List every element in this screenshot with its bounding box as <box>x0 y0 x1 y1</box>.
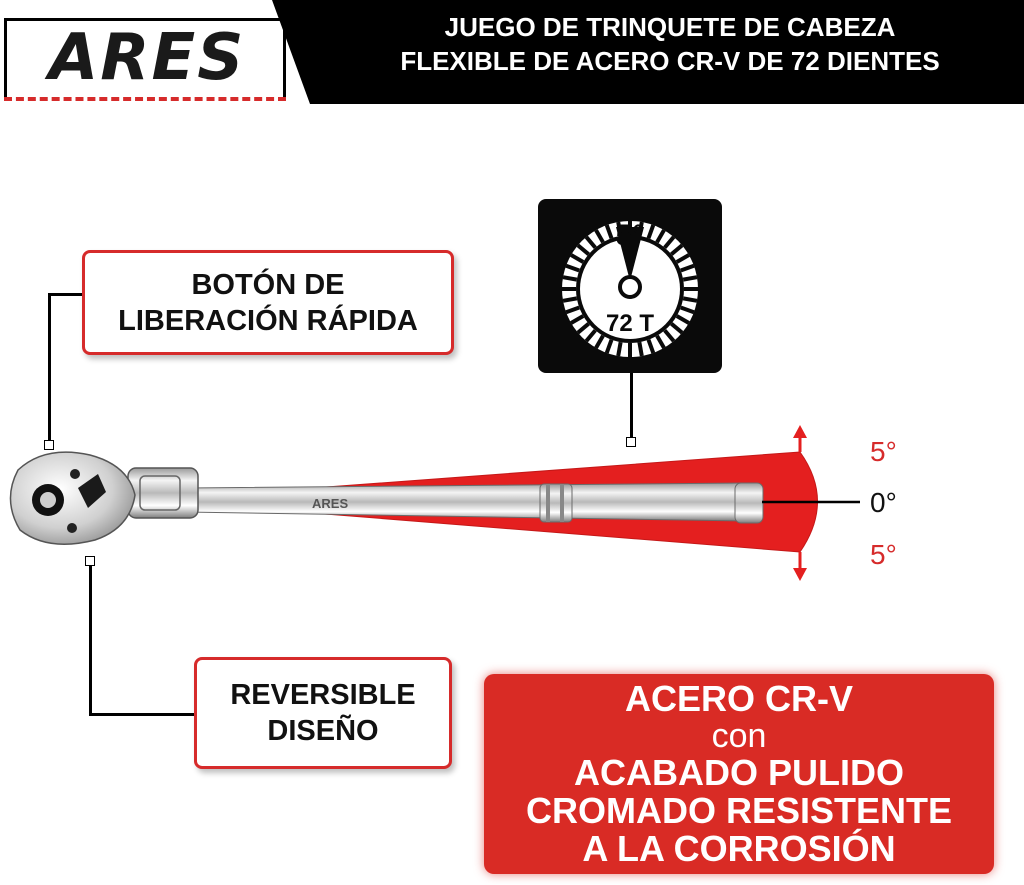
dial-tick <box>562 275 578 282</box>
dial-tick <box>682 296 698 303</box>
dial-tick <box>604 224 614 239</box>
quick-release-line2: LIBERACIÓN RÁPIDA <box>118 304 418 337</box>
dial-tick <box>594 229 605 244</box>
handle-grip-ring <box>539 483 573 523</box>
dial-tick <box>680 305 695 315</box>
dial-tick <box>646 224 656 239</box>
connector-dial-node <box>626 437 636 447</box>
logo-frame-dashed-underline <box>4 97 286 101</box>
reversible-line1: REVERSIBLE <box>230 679 416 711</box>
angle-bottom-label: 5° <box>870 539 897 570</box>
logo-frame <box>4 18 286 100</box>
dial-tick <box>570 314 585 325</box>
dial-tick <box>682 275 698 282</box>
dial-tick <box>576 243 590 256</box>
page-title-line1: JUEGO DE TRINQUETE DE CABEZA <box>444 12 896 42</box>
connector-dial-vertical <box>630 373 633 441</box>
dial-angle-text: 5° <box>616 219 645 252</box>
material-line5: A LA CORROSIÓN <box>582 828 896 869</box>
page-title: JUEGO DE TRINQUETE DE CABEZA FLEXIBLE DE… <box>330 10 1010 78</box>
dial-tick <box>663 329 676 343</box>
wrench-engraving: ARES <box>312 496 348 511</box>
material-line3: ACABADO PULIDO <box>574 752 904 793</box>
dial-tick <box>670 243 684 256</box>
dial-tick <box>594 334 605 349</box>
reverse-lever <box>78 474 106 508</box>
material-line1: ACERO CR-V <box>624 678 853 719</box>
dial-icon: 5° 72 T <box>562 219 698 357</box>
wrench-handle <box>184 482 763 522</box>
dial-tick <box>565 305 580 315</box>
handle-end-cap <box>734 482 764 524</box>
quick-release-callout: BOTÓN DE LIBERACIÓN RÁPIDA <box>82 250 454 355</box>
dial-tick <box>570 253 585 264</box>
angle-top-label: 5° <box>870 436 897 467</box>
connector-release-vertical <box>48 293 51 443</box>
dial-tick <box>637 341 644 357</box>
wrench-illustration: ARES <box>9 425 860 581</box>
dial-tick <box>670 322 684 335</box>
dial-tick <box>562 296 578 303</box>
logo-block <box>0 0 310 104</box>
dial-tick <box>675 314 690 325</box>
brand-logo: ARES <box>48 21 246 95</box>
dial-tick <box>584 235 597 249</box>
dial-tick <box>675 253 690 264</box>
dial-tick <box>565 263 580 273</box>
dial-tick <box>680 263 695 273</box>
connector-release-node <box>44 440 54 450</box>
ratchet-head <box>9 451 136 545</box>
quick-release-line1: BOTÓN DE <box>191 268 345 301</box>
ratchet-teeth-badge: 5° 72 T <box>538 199 722 373</box>
connector-reverse-horizontal <box>89 713 195 716</box>
connector-reverse-node <box>85 556 95 566</box>
connector-release-horizontal <box>48 293 84 296</box>
dial-teeth-text: 72 T <box>606 310 654 337</box>
dial-tick <box>616 341 623 357</box>
material-line4: CROMADO RESISTENTE <box>525 790 953 831</box>
dial-tick <box>655 229 666 244</box>
page-title-line2: FLEXIBLE DE ACERO CR-V DE 72 DIENTES <box>400 46 940 76</box>
dial-tick <box>604 339 614 354</box>
angle-zero-label: 0° <box>870 487 897 518</box>
dial-tick <box>663 235 676 249</box>
dial-tick <box>584 329 597 343</box>
reversible-callout: REVERSIBLE DISEÑO <box>194 657 452 769</box>
material-panel: ACERO CR-V con ACABADO PULIDO CROMADO RE… <box>484 674 994 874</box>
dial-tick <box>646 339 656 354</box>
dial-tick <box>576 322 590 335</box>
connector-reverse-vertical <box>89 566 92 716</box>
material-line2: con <box>711 717 767 755</box>
reversible-line2: DISEÑO <box>267 715 379 747</box>
dial-tick <box>655 334 666 349</box>
